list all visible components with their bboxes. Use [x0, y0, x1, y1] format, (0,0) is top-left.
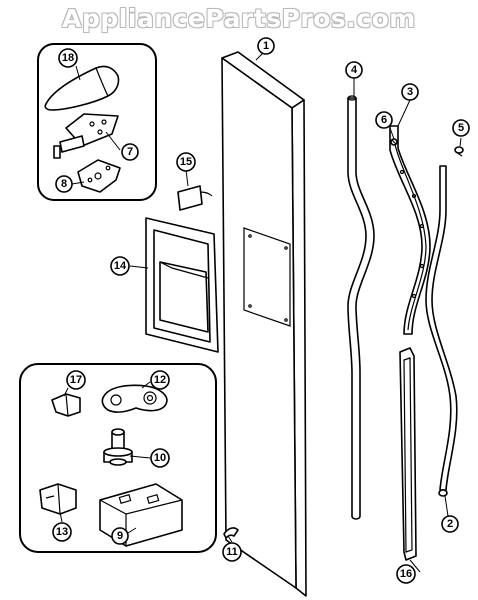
part-10-hinge-pin: [103, 428, 133, 466]
callout-17: 17: [66, 370, 86, 390]
callout-14: 14: [110, 256, 130, 276]
callout-10: 10: [150, 448, 170, 468]
part-5-screw: [454, 146, 464, 157]
svg-text:7: 7: [127, 146, 133, 158]
callout-5: 5: [452, 119, 470, 137]
svg-text:5: 5: [458, 122, 464, 134]
callout-16: 16: [396, 564, 416, 584]
callout-2: 2: [441, 515, 459, 533]
callout-11: 11: [222, 542, 242, 562]
svg-text:8: 8: [61, 178, 67, 190]
part-4-gasket-strip: [347, 95, 375, 520]
part-1-door-panel: [221, 51, 307, 597]
callout-15: 15: [176, 152, 196, 172]
svg-text:11: 11: [226, 546, 238, 558]
leader-lines: [59, 49, 462, 573]
part-13-clip-bracket: [39, 483, 77, 515]
callout-6: 6: [375, 111, 393, 129]
part-11-clip: [223, 527, 239, 539]
svg-text:3: 3: [407, 86, 413, 98]
callout-8: 8: [55, 175, 73, 193]
callout-3: 3: [401, 83, 419, 101]
part-18-hinge-cover: [44, 65, 120, 111]
part-12-hinge-arm: [101, 384, 168, 413]
callout-18: 18: [58, 48, 78, 68]
part-3-trim-strip: [389, 125, 431, 335]
part-15-pad: [177, 185, 213, 211]
part-14-dispenser-frame: [145, 217, 219, 353]
callout-9: 9: [111, 527, 129, 545]
part-8-hinge-plate: [77, 159, 121, 193]
part-7-hinge-plate: [53, 113, 119, 159]
callout-4: 4: [345, 61, 363, 79]
callout-7: 7: [121, 143, 139, 161]
svg-text:14: 14: [114, 260, 127, 272]
callout-13: 13: [52, 522, 72, 542]
part-6-screw: [390, 138, 398, 146]
svg-text:1: 1: [263, 40, 269, 52]
svg-text:4: 4: [351, 64, 358, 76]
part-17-bracket: [51, 393, 81, 417]
svg-text:2: 2: [447, 518, 453, 530]
callout-1: 1: [257, 37, 275, 55]
svg-text:9: 9: [117, 530, 123, 542]
part-2-long-trim: [425, 165, 458, 497]
svg-text:18: 18: [62, 52, 74, 64]
svg-text:6: 6: [381, 114, 387, 126]
svg-text:13: 13: [56, 526, 68, 538]
svg-text:15: 15: [180, 156, 192, 168]
callout-12: 12: [150, 370, 170, 390]
svg-text:17: 17: [70, 374, 82, 386]
svg-text:12: 12: [154, 374, 166, 386]
part-16-bottom-trim: [399, 347, 417, 561]
svg-text:10: 10: [154, 452, 166, 464]
svg-text:16: 16: [400, 568, 412, 580]
